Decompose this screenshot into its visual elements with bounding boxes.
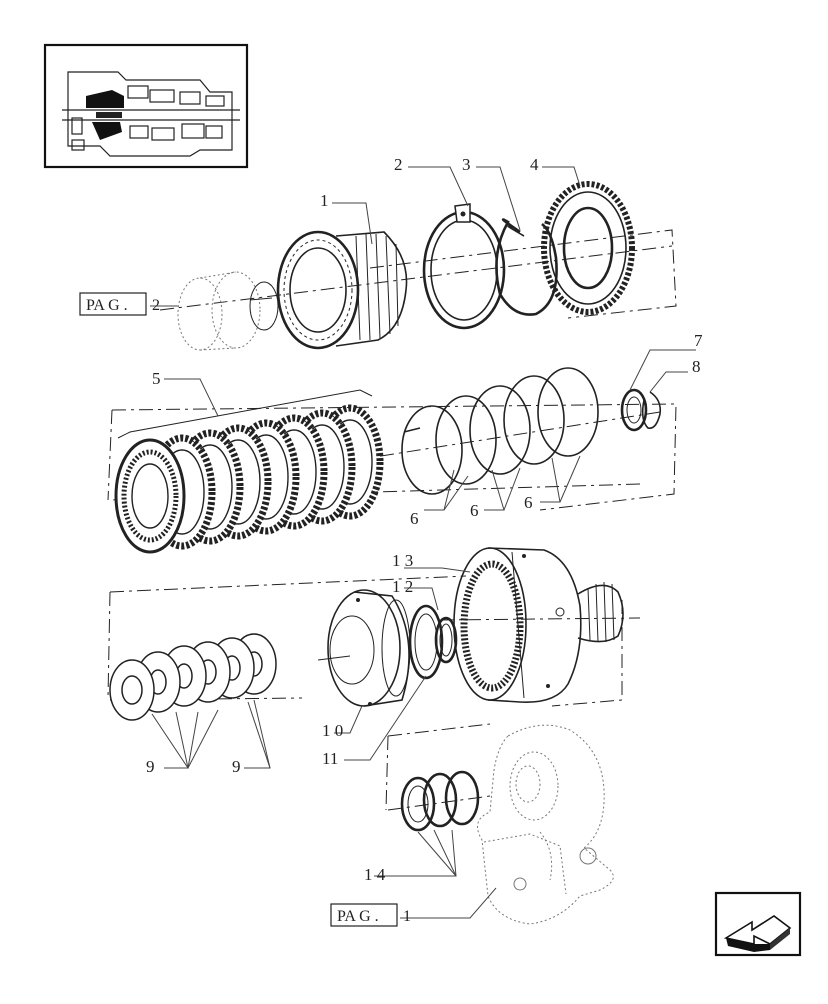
section-3-group [107, 547, 641, 721]
page-ref-top-label: PA G . [86, 297, 128, 314]
callout-3: 3 [462, 155, 471, 174]
callout-5: 5 [152, 369, 161, 388]
section-4-group [385, 723, 614, 925]
page-ref-top[interactable]: PA G . 2 [79, 292, 160, 316]
hub-ref-part [177, 271, 279, 351]
part-12-seal[interactable] [434, 616, 458, 664]
part-3-circlip[interactable] [495, 218, 558, 316]
housing-ref-part [477, 724, 614, 925]
part-1-splined-drum[interactable] [276, 230, 408, 350]
callout-11: 11 [322, 749, 338, 768]
callout-6c: 6 [524, 493, 533, 512]
page-ref-bottom-label: PA G . [337, 908, 379, 925]
section-2-group [107, 367, 677, 554]
part-2-snap-ring[interactable] [422, 203, 506, 330]
part-5-clutch-disc-pack[interactable] [114, 404, 384, 554]
callout-12: 1 2 [392, 577, 413, 596]
part-8-ring[interactable] [641, 391, 662, 430]
callout-6b: 6 [470, 501, 479, 520]
callout-4: 4 [530, 155, 539, 174]
callout-9a: 9 [146, 757, 155, 776]
callout-10: 1 0 [322, 721, 343, 740]
leader-lines [150, 166, 696, 919]
callout-9b: 9 [232, 757, 241, 776]
callout-13: 1 3 [392, 551, 413, 570]
previous-page-arrow-icon[interactable] [714, 891, 802, 957]
callout-8: 8 [692, 357, 701, 376]
section-1-group [159, 181, 677, 351]
part-10-piston[interactable] [317, 589, 411, 707]
callout-1: 1 [320, 191, 329, 210]
callout-2: 2 [394, 155, 403, 174]
callout-labels: 1 2 3 4 5 6 6 6 7 8 9 9 1 0 11 1 2 1 3 1… [146, 155, 703, 884]
part-9-washers[interactable] [109, 633, 277, 721]
callout-14: 1 4 [364, 865, 386, 884]
part-7-ring[interactable] [620, 388, 648, 432]
part-4-toothed-ring[interactable] [541, 181, 635, 315]
part-6-springs[interactable] [401, 367, 599, 495]
transmission-thumbnail[interactable] [43, 43, 249, 169]
page-ref-top-number: 2 [152, 297, 160, 314]
part-14-snap-rings[interactable] [400, 770, 480, 832]
part-13-clutch-housing[interactable] [439, 547, 641, 703]
page-ref-bottom-number: 1 [403, 908, 411, 925]
callout-6a: 6 [410, 509, 419, 528]
callout-7: 7 [694, 331, 703, 350]
page-ref-bottom[interactable]: PA G . 1 [330, 903, 411, 927]
